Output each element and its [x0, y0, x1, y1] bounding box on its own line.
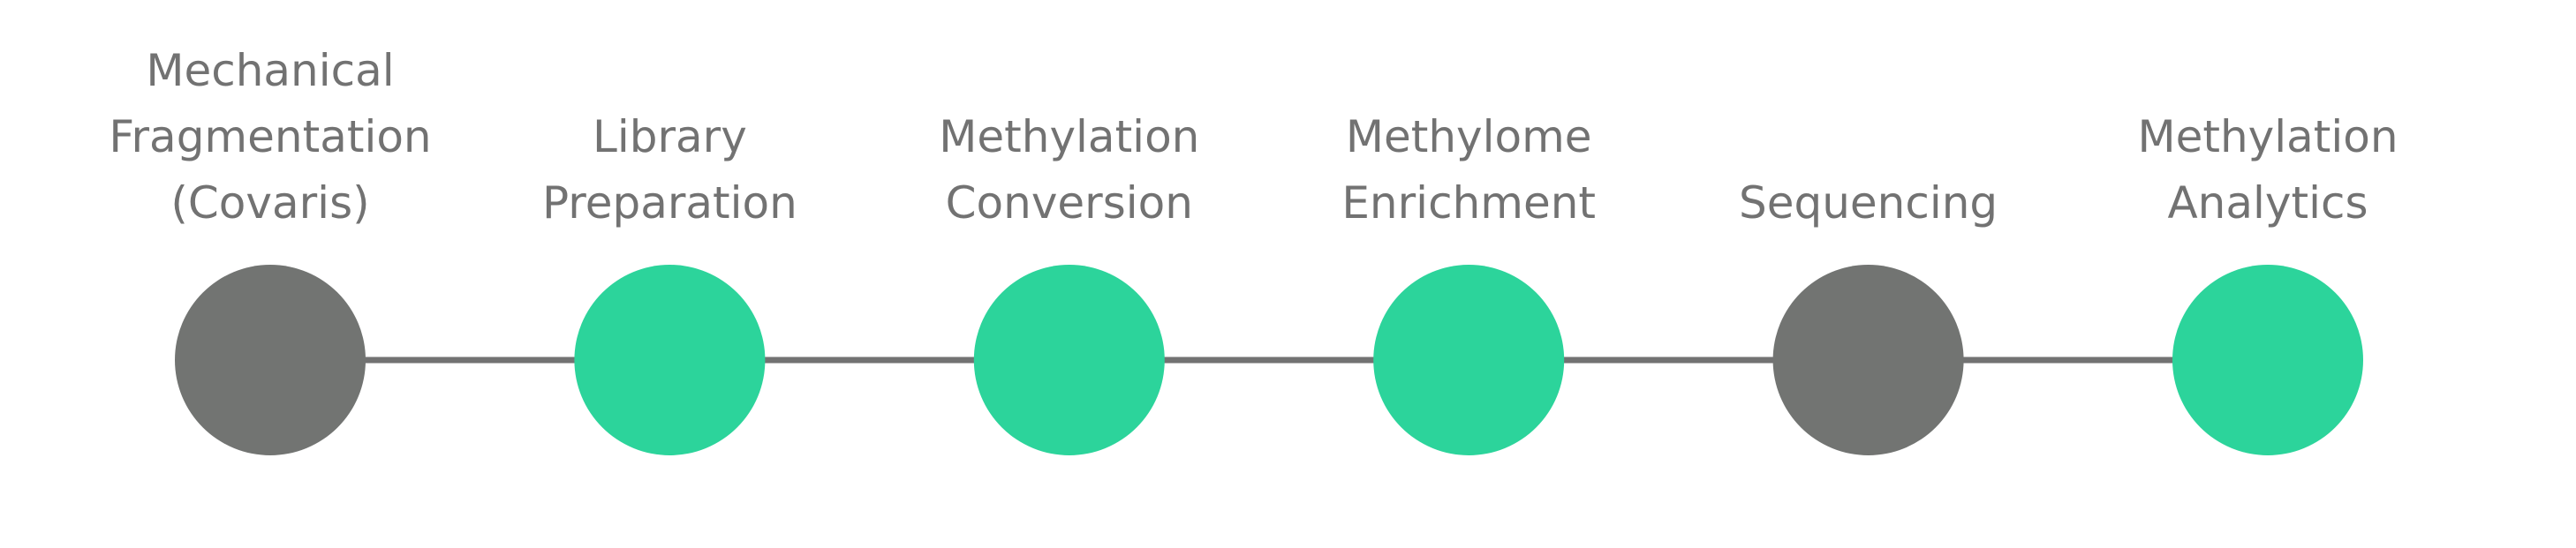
- node-sequencing: [1772, 265, 1964, 455]
- step-label-mechanical-fragmentation: Mechanical Fragmentation (Covaris): [109, 45, 432, 229]
- step-label-sequencing: Sequencing: [1738, 177, 1998, 229]
- node-methylation-analytics: [2172, 265, 2363, 455]
- step-label-methylation-conversion: Methylation Conversion: [939, 111, 1200, 229]
- node-methylome-enrichment: [1373, 265, 1565, 455]
- step-label-library-preparation: Library Preparation: [541, 111, 797, 229]
- node-mechanical-fragmentation: [175, 265, 366, 455]
- node-methylation-conversion: [973, 265, 1165, 455]
- step-label-methylome-enrichment: Methylome Enrichment: [1341, 111, 1597, 229]
- step-label-methylation-analytics: Methylation Analytics: [2137, 111, 2398, 229]
- node-library-preparation: [574, 265, 766, 455]
